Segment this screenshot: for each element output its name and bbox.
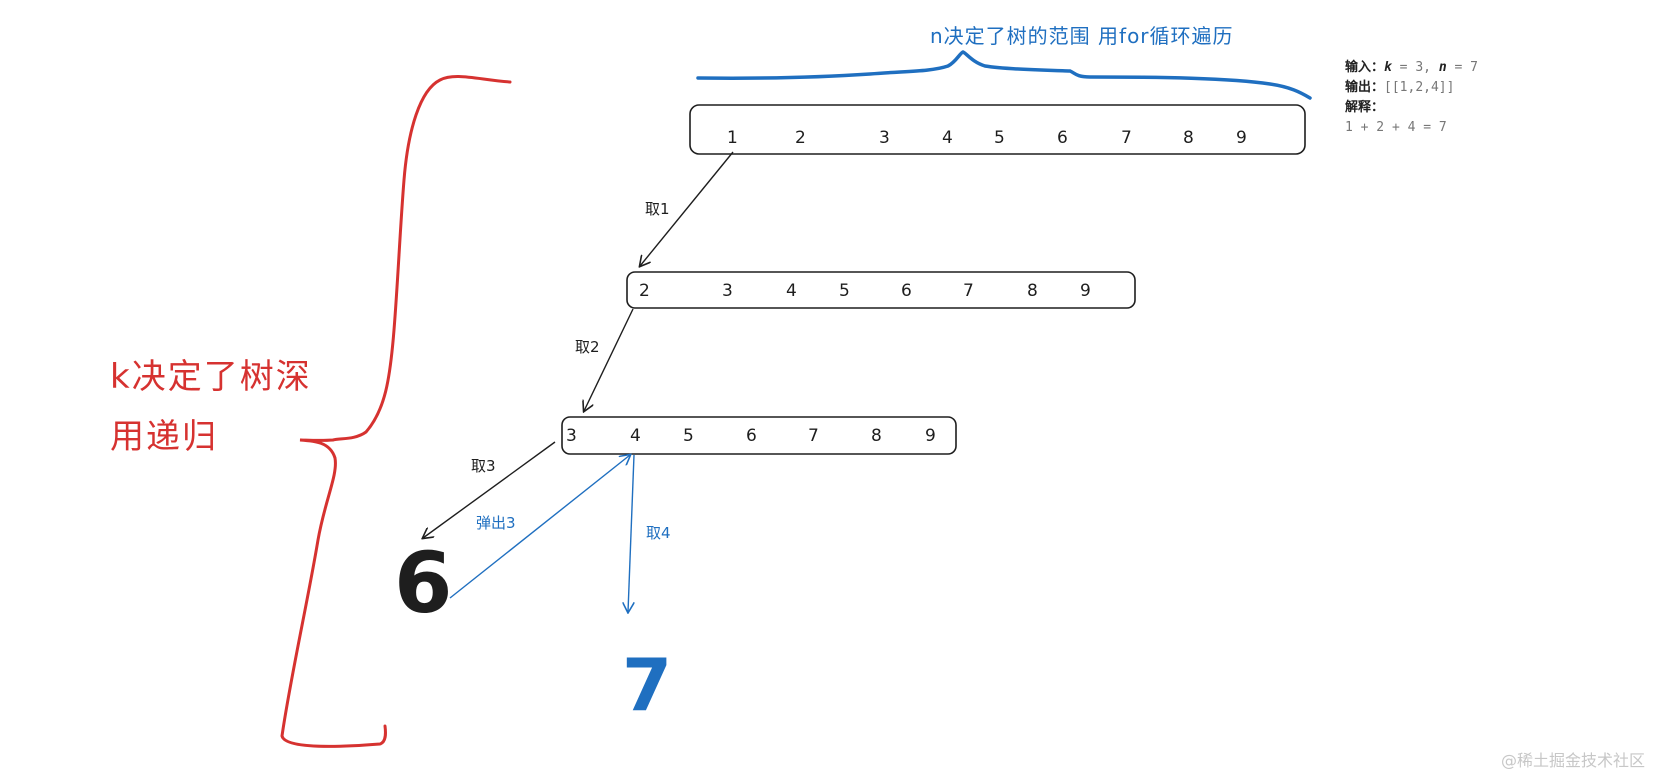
leaf-node-6: 6 bbox=[394, 534, 452, 632]
row-item: 4 bbox=[786, 281, 797, 301]
row-2-numbers: 2 3 4 5 6 7 8 9 bbox=[639, 281, 1091, 301]
row-item: 9 bbox=[1080, 281, 1091, 301]
example-explain-value-line: 1 + 2 + 4 = 7 bbox=[1345, 118, 1478, 138]
explain-label: 解释： bbox=[1345, 100, 1385, 115]
n-value: = 7 bbox=[1446, 60, 1478, 75]
row-item: 7 bbox=[1121, 128, 1132, 148]
row-item: 6 bbox=[901, 281, 912, 301]
input-label: 输入： bbox=[1345, 60, 1385, 75]
row-item: 5 bbox=[994, 128, 1005, 148]
watermark: @稀土掘金技术社区 bbox=[1500, 751, 1645, 770]
row-item: 6 bbox=[1057, 128, 1068, 148]
n-range-note: n决定了树的范围 用for循环遍历 bbox=[930, 24, 1234, 48]
row-item: 5 bbox=[839, 281, 850, 301]
row-item: 8 bbox=[871, 426, 882, 446]
edge-take-2 bbox=[584, 308, 634, 411]
row-item: 4 bbox=[942, 128, 953, 148]
label-take-1: 取1 bbox=[645, 200, 670, 218]
row-1-numbers: 1 2 3 4 5 6 7 8 9 bbox=[727, 128, 1247, 148]
example-input-line: 输入：k = 3, n = 7 bbox=[1345, 58, 1478, 78]
label-take-4: 取4 bbox=[646, 524, 671, 542]
n-variable: n bbox=[1438, 60, 1447, 75]
row-item: 3 bbox=[722, 281, 733, 301]
label-pop-3: 弹出3 bbox=[476, 514, 516, 532]
row-3-numbers: 3 4 5 6 7 8 9 bbox=[566, 426, 936, 446]
k-depth-note-line1: k决定了树深 bbox=[110, 357, 312, 397]
label-take-2: 取2 bbox=[575, 338, 600, 356]
example-explain-label-line: 解释： bbox=[1345, 98, 1478, 118]
k-value: = 3, bbox=[1391, 60, 1439, 75]
row-item: 8 bbox=[1183, 128, 1194, 148]
example-output-line: 输出：[[1,2,4]] bbox=[1345, 78, 1478, 98]
label-take-3: 取3 bbox=[471, 457, 496, 475]
depth-brace bbox=[280, 75, 512, 748]
row-item: 7 bbox=[808, 426, 819, 446]
edge-take-3 bbox=[423, 441, 556, 538]
row-item: 6 bbox=[746, 426, 757, 446]
row-item: 2 bbox=[639, 281, 650, 301]
k-depth-note-line2: 用递归 bbox=[110, 417, 218, 457]
edge-take-4 bbox=[628, 454, 635, 612]
example-panel: 输入：k = 3, n = 7 输出：[[1,2,4]] 解释： 1 + 2 +… bbox=[1345, 58, 1478, 138]
edge-pop-3 bbox=[449, 455, 630, 599]
leaf-node-7: 7 bbox=[622, 643, 672, 727]
row-item: 9 bbox=[925, 426, 936, 446]
row-item: 2 bbox=[795, 128, 806, 148]
range-brace bbox=[696, 50, 1312, 100]
explain-value: 1 + 2 + 4 = 7 bbox=[1345, 120, 1447, 135]
row-item: 3 bbox=[879, 128, 890, 148]
row-item: 7 bbox=[963, 281, 974, 301]
row-item: 4 bbox=[630, 426, 641, 446]
edge-take-1 bbox=[640, 151, 734, 266]
row-item: 9 bbox=[1236, 128, 1247, 148]
k-variable: k bbox=[1384, 60, 1392, 75]
row-item: 3 bbox=[566, 426, 577, 446]
output-label: 输出： bbox=[1345, 80, 1385, 95]
output-value: [[1,2,4]] bbox=[1384, 80, 1455, 95]
row-box-2 bbox=[626, 271, 1136, 309]
row-item: 1 bbox=[727, 128, 738, 148]
row-box-3 bbox=[561, 416, 957, 455]
row-item: 5 bbox=[683, 426, 694, 446]
row-item: 8 bbox=[1027, 281, 1038, 301]
row-box-1 bbox=[689, 104, 1306, 155]
